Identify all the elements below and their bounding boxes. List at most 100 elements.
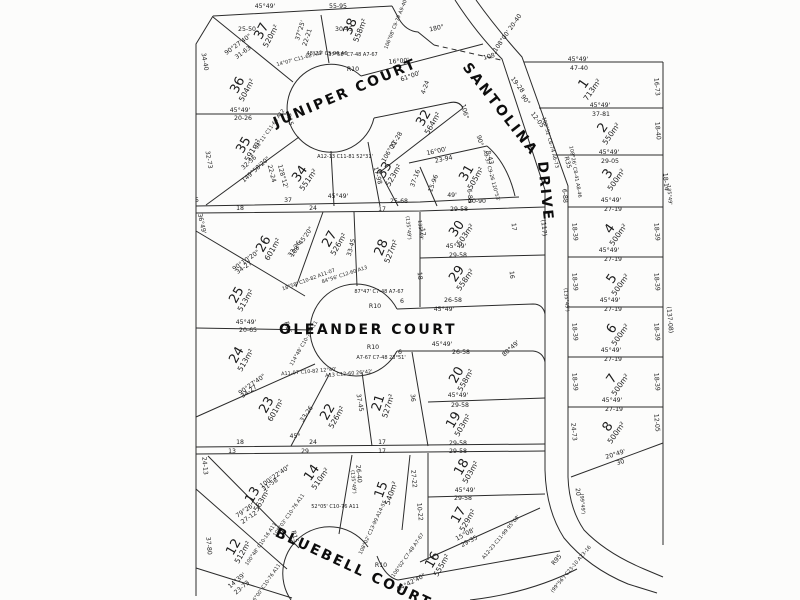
dimension-label: 45°49'	[230, 106, 251, 114]
dimension-label: 5	[195, 197, 199, 204]
lot-number-label: 35	[233, 134, 254, 156]
bluebell-court-outline	[282, 526, 578, 600]
dimension-label: 32-73	[203, 150, 213, 169]
dimension-label: 30-45	[335, 26, 353, 33]
dimension-label: 27-19	[604, 256, 622, 263]
lot-number-label: 33	[374, 159, 395, 181]
dimension-label: 6	[398, 349, 402, 356]
lot-number-label: 20	[446, 364, 467, 386]
dimension-label: 33-45	[346, 238, 357, 257]
dimension-label: 135°49'	[665, 185, 673, 205]
dimension-label: 34-40	[199, 52, 209, 71]
dimension-label: 45°49'	[236, 318, 257, 326]
lot-number-label: 28	[372, 237, 392, 258]
dimension-label: 106°	[459, 103, 471, 119]
dimension-label: 29-05	[601, 158, 619, 165]
lot-number-label: 23	[256, 394, 277, 416]
dimension-label: 128°12'	[276, 164, 290, 190]
dimension-label: 90°	[519, 93, 532, 107]
dimension-label: 18-39	[652, 323, 661, 342]
dimension-label: 108°00' 20-40	[491, 12, 523, 53]
dimension-label: 45°49'	[601, 196, 622, 204]
dimension-label: 108°26' C8-41 A8-46	[567, 145, 582, 198]
dimension-label: 108°02' C13-99 A14-55	[358, 500, 388, 556]
dimension-label: 18-39	[570, 323, 579, 342]
dimension-label: 30	[616, 458, 626, 467]
dimension-label: 25-68	[390, 198, 408, 205]
dimension-label: 27-19	[604, 206, 622, 213]
lot-number-label: 37	[251, 21, 272, 43]
dimension-label: 45°49'	[602, 396, 623, 404]
dimension-label: R15	[289, 530, 299, 544]
dimension-label: 29	[301, 448, 309, 455]
dimension-label: 17-98	[372, 166, 383, 185]
dimension-label: 16	[508, 271, 516, 280]
dimension-label: 24	[309, 205, 317, 212]
dimension-label: 106°02' C7-48 A7-67	[391, 532, 426, 579]
dimension-label: 36°49'	[196, 213, 208, 235]
dimension-label: 45°49'	[599, 246, 620, 254]
dimension-label: 6	[400, 298, 404, 305]
dimension-label: 16°00'	[388, 56, 409, 66]
dimension-label: 180°	[428, 23, 444, 34]
dimension-label: 45°49'	[568, 55, 589, 63]
dimension-label: 45°49'	[590, 101, 611, 109]
dimension-label: 45°	[290, 432, 301, 440]
lot-number-label: 17	[448, 504, 469, 526]
dimension-label: 45°49'	[455, 486, 476, 494]
dimension-label: 37-80	[204, 537, 213, 556]
dimension-label: 16-73	[652, 78, 661, 97]
lot-number-label: 15	[372, 479, 392, 500]
dimension-label: 37-45	[354, 393, 364, 412]
street-name-label: SANTOLINA	[459, 60, 541, 159]
road-santolina-east-edge	[475, 0, 664, 578]
upper-double-boundary	[195, 196, 546, 214]
dimension-label: (135°49')	[562, 288, 570, 312]
dimension-label: 87°47' C7-48 A7-67	[354, 289, 403, 295]
dimension-label: 24-73	[569, 423, 578, 442]
dimension-label: 27-19	[605, 406, 623, 413]
dimension-label: 26-40	[354, 465, 363, 484]
lot-number-label: 18	[451, 456, 472, 478]
dimension-label: (135°49')	[404, 216, 412, 240]
dimension-label: 18-39	[652, 273, 661, 292]
dimension-label: (99°49')	[578, 493, 586, 514]
dimension-label: 29-58	[451, 402, 469, 409]
dimension-label: 26-58	[452, 349, 470, 356]
dimension-label: 20	[574, 488, 582, 497]
dimension-label: 55-95	[329, 3, 347, 10]
dimension-label: 19-28	[509, 76, 526, 95]
dimension-label: R10	[369, 303, 381, 310]
right-column-lot-dividers	[539, 107, 663, 408]
dimension-label: 90°	[475, 134, 486, 147]
dimension-label: 37-16	[409, 169, 422, 188]
dimension-label: 18-39	[652, 373, 661, 392]
dimension-label: 27-19	[604, 306, 622, 313]
dimension-label: 4-24	[420, 80, 431, 96]
dimension-label: 45°49'	[446, 242, 467, 250]
dimension-label: 45°49'	[448, 391, 469, 399]
street-name-label: OLEANDER COURT	[279, 322, 457, 338]
dimension-label: 29-58	[450, 206, 468, 213]
dimension-label: 108°	[482, 50, 498, 62]
dimension-label: 17	[378, 448, 386, 455]
dimension-label: 49'	[447, 192, 457, 199]
